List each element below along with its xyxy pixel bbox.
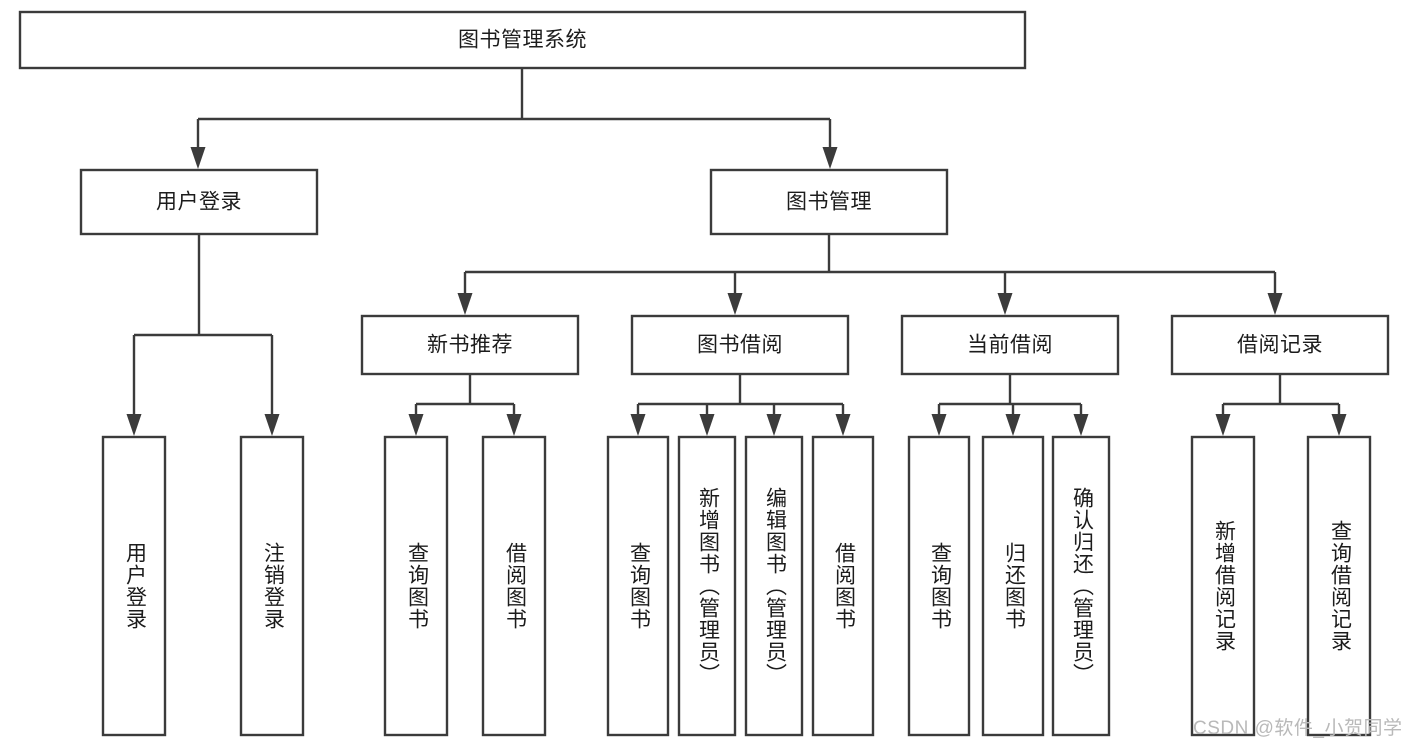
node-label-l3_0: 新书推荐 xyxy=(427,334,513,357)
node-label-l2_0: 用户登录 xyxy=(156,191,242,214)
node-label-leaf_4: 查询图书 xyxy=(627,542,651,630)
node-label-leaf_9: 归还图书 xyxy=(1002,542,1026,630)
node-box-leaf_1[interactable] xyxy=(239,435,305,737)
node-box-l2_1[interactable] xyxy=(709,168,949,236)
node-label-l2_1: 图书管理 xyxy=(786,191,872,214)
connector-new-book-to-leaves xyxy=(408,374,522,436)
node-label-root: 图书管理系统 xyxy=(458,29,587,52)
node-label-leaf_5: 新增图书（管理员） xyxy=(696,487,720,685)
node-label-l3_1: 图书借阅 xyxy=(697,334,783,357)
node-box-leaf_0[interactable] xyxy=(101,435,167,737)
node-label-leaf_7: 借阅图书 xyxy=(832,542,856,630)
connector-borrow-to-leaves xyxy=(630,374,851,436)
node-label-leaf_6: 编辑图书（管理员） xyxy=(763,487,787,685)
node-box-leaf_6[interactable] xyxy=(744,435,804,737)
csdn-watermark: CSDN @软件_小贺同学 xyxy=(1193,718,1403,739)
node-box-l3_0[interactable] xyxy=(360,314,580,376)
node-label-leaf_12: 查询借阅记录 xyxy=(1328,520,1352,652)
node-label-leaf_3: 借阅图书 xyxy=(503,542,527,630)
node-box-leaf_9[interactable] xyxy=(981,435,1045,737)
connectors-layer xyxy=(126,68,1347,436)
node-label-leaf_0: 用户登录 xyxy=(123,542,147,630)
node-box-leaf_5[interactable] xyxy=(677,435,737,737)
node-label-l3_2: 当前借阅 xyxy=(967,334,1053,357)
node-box-leaf_8[interactable] xyxy=(907,435,971,737)
node-box-leaf_2[interactable] xyxy=(383,435,449,737)
node-box-leaf_11[interactable] xyxy=(1190,435,1256,737)
node-label-leaf_11: 新增借阅记录 xyxy=(1212,520,1236,652)
node-label-leaf_1: 注销登录 xyxy=(261,542,285,630)
node-label-l3_3: 借阅记录 xyxy=(1237,334,1323,357)
connector-root-to-level2 xyxy=(190,68,838,169)
node-box-leaf_12[interactable] xyxy=(1306,435,1372,737)
node-box-leaf_7[interactable] xyxy=(811,435,875,737)
node-label-leaf_2: 查询图书 xyxy=(405,542,429,630)
node-box-root[interactable] xyxy=(18,10,1027,70)
node-box-leaf_10[interactable] xyxy=(1051,435,1111,737)
node-box-l3_2[interactable] xyxy=(900,314,1120,376)
node-box-leaf_3[interactable] xyxy=(481,435,547,737)
connector-book-mgmt-to-level3 xyxy=(457,234,1283,315)
node-box-l2_0[interactable] xyxy=(79,168,319,236)
node-box-l3_1[interactable] xyxy=(630,314,850,376)
connector-user-login-to-leaves xyxy=(126,234,280,436)
node-label-leaf_10: 确认归还（管理员） xyxy=(1070,487,1094,685)
node-box-l3_3[interactable] xyxy=(1170,314,1390,376)
connector-current-borrow-to-leaves xyxy=(931,374,1089,436)
node-label-leaf_8: 查询图书 xyxy=(928,542,952,630)
node-box-leaf_4[interactable] xyxy=(606,435,670,737)
boxes-layer xyxy=(18,10,1390,737)
connector-borrow-record-to-leaves xyxy=(1215,374,1347,436)
